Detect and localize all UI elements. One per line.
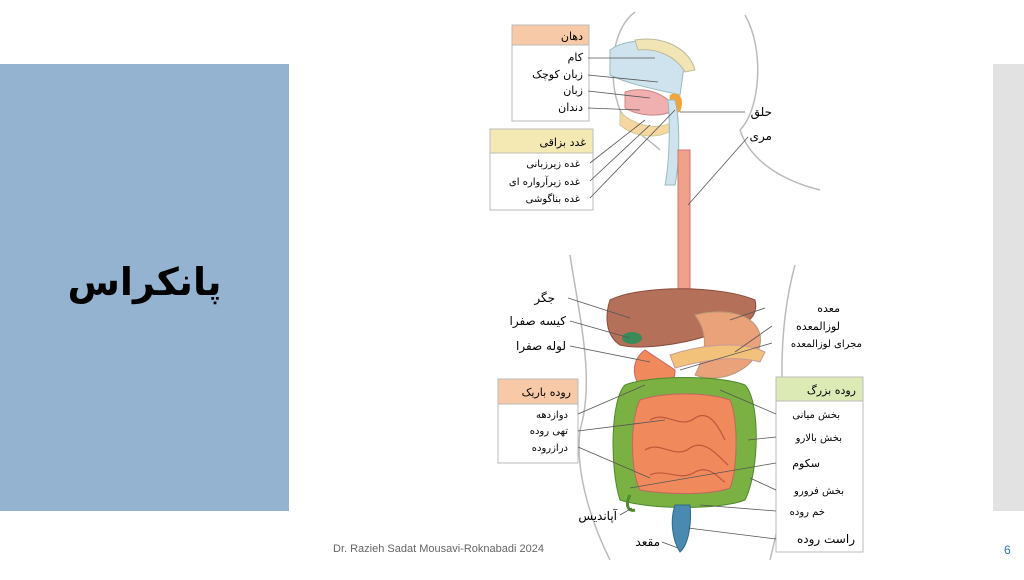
slide-title: پانکراس <box>67 260 222 304</box>
small-intestine-box-header <box>497 378 579 405</box>
large-intestine-item: بخش میانی <box>792 410 840 421</box>
salivary-item: غده زیرزبانی <box>526 159 580 170</box>
gallbladder-shape <box>622 332 642 344</box>
large-intestine-item: خم روده <box>790 507 825 518</box>
gallbladder-label: کیسه صفرا <box>509 314 566 329</box>
large-intestine-item: بخش فرورو <box>793 486 844 497</box>
head-outline <box>612 11 661 151</box>
small-intestine-item: تهی روده <box>530 426 568 437</box>
esophagus-label: مری <box>750 129 772 144</box>
rectum-shape <box>671 504 691 553</box>
pharynx-label: حلق <box>751 105 772 120</box>
mouth-box-title: دهان <box>561 30 583 43</box>
mouth-box-header <box>511 24 590 46</box>
mouth-item: زبان <box>563 84 583 97</box>
liver-label: جگر <box>533 291 555 306</box>
small-intestine-box-title: روده باریک <box>522 386 571 399</box>
large-intestine-item: بخش بالارو <box>795 433 842 444</box>
salivary-item: غده زیرآرواره ای <box>509 175 580 188</box>
digestive-system-diagram: دهان کام زبان کوچک زبان دندان غدد بزاقی … <box>480 0 880 576</box>
pharynx-tube <box>664 99 680 186</box>
mouth-item: زبان کوچک <box>532 68 583 81</box>
mouth-item: دندان <box>558 101 583 114</box>
small-intestine-item: درازروده <box>532 443 568 454</box>
large-intestine-item: سکوم <box>792 457 820 470</box>
appendix-shape <box>626 494 636 512</box>
esophagus-tube <box>677 149 691 301</box>
bile-duct-label: لوله صفرا <box>516 339 566 354</box>
small-intestine-folds <box>644 415 729 483</box>
footer-author: Dr. Razieh Sadat Mousavi-Roknabadi 2024 <box>333 543 544 555</box>
pancreatic-duct-label: مجرای لوزالمعده <box>791 339 862 350</box>
pancreas-label: لوزالمعده <box>796 320 840 333</box>
small-intestine-item: دوازدهه <box>536 410 568 421</box>
salivary-box-header <box>489 128 594 154</box>
page-number: 6 <box>1004 543 1011 557</box>
neck-outline <box>739 14 821 191</box>
mouth-item: کام <box>568 51 584 64</box>
right-gray-strip <box>993 64 1024 511</box>
large-intestine-box-title: روده بزرگ <box>807 384 856 397</box>
salivary-item: غده بناگوشی <box>526 193 580 205</box>
salivary-box-title: غدد بزاقی <box>539 136 586 149</box>
large-intestine-item: راست روده <box>797 532 855 547</box>
large-intestine-box <box>775 376 864 553</box>
tongue-shape <box>624 89 676 116</box>
skull-bone <box>634 38 696 73</box>
pancreas-shape <box>669 344 766 369</box>
left-blue-panel <box>0 64 289 511</box>
anus-label: مقعد <box>635 535 660 549</box>
appendix-label: آپاندیس <box>578 508 617 524</box>
stomach-label: معده <box>817 302 840 315</box>
torso-left-outline <box>569 254 611 561</box>
large-intestine-box-header <box>775 376 864 402</box>
